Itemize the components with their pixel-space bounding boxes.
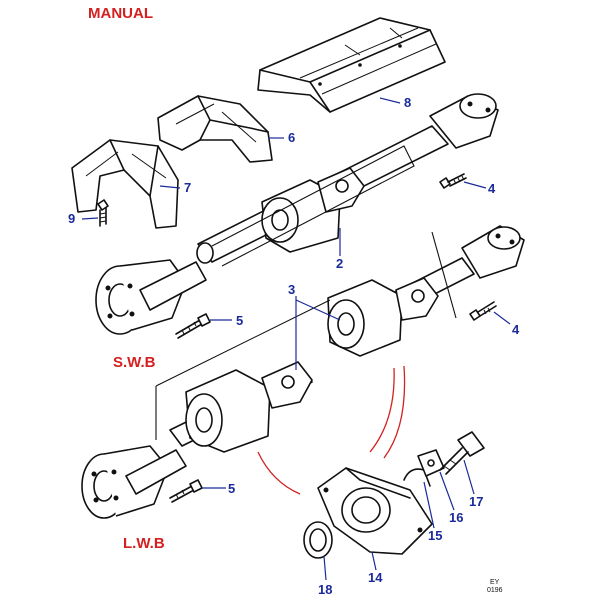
callout-3: 3 xyxy=(288,282,295,297)
section-label-swb: S.W.B xyxy=(113,354,156,371)
leader-17 xyxy=(463,459,475,495)
callout-7: 7 xyxy=(184,180,191,195)
part-14-center-bearing xyxy=(317,467,433,555)
part-17-bolt xyxy=(439,431,485,475)
leader-4-lower xyxy=(493,311,511,325)
callout-6: 6 xyxy=(288,130,295,145)
leader-4-upper xyxy=(463,181,487,189)
part-4-bolt-lower xyxy=(469,301,497,321)
leader-8 xyxy=(379,97,401,104)
lower-propshaft xyxy=(81,225,525,519)
leader-18 xyxy=(323,555,327,581)
link-arc-right-a xyxy=(369,367,395,453)
callout-17: 17 xyxy=(469,494,483,509)
part-18-seal xyxy=(303,521,333,559)
part-8-heat-shield xyxy=(257,17,446,113)
callout-4-lower: 4 xyxy=(512,322,520,337)
callout-14: 14 xyxy=(368,570,383,585)
section-label-manual: MANUAL xyxy=(88,5,153,22)
leader-9 xyxy=(81,217,99,220)
callout-16: 16 xyxy=(449,510,463,525)
callout-8: 8 xyxy=(404,95,411,110)
callout-5-lower: 5 xyxy=(228,481,235,496)
leader-3 xyxy=(295,296,341,370)
leader-16 xyxy=(439,471,455,511)
upper-propshaft xyxy=(95,93,499,335)
leader-7 xyxy=(159,185,181,189)
leader-14 xyxy=(371,551,377,571)
callout-9: 9 xyxy=(68,211,75,226)
section-label-lwb: L.W.B xyxy=(123,535,165,552)
part-4-bolt-upper xyxy=(439,173,467,189)
callout-2: 2 xyxy=(336,256,343,271)
link-arc-left xyxy=(257,451,301,495)
part-7-bracket xyxy=(71,139,179,229)
part-5-bolt-lower xyxy=(169,479,203,503)
part-9-bolt xyxy=(97,199,109,227)
link-arc-right-b xyxy=(383,365,406,459)
part-6-bracket xyxy=(157,95,273,163)
drawing-code-line1: EY xyxy=(490,579,500,586)
callout-15: 15 xyxy=(428,528,442,543)
part-5-bolt-upper xyxy=(175,313,211,339)
leader-15 xyxy=(423,481,435,529)
part-16-washer xyxy=(417,449,445,477)
callout-18: 18 xyxy=(318,582,332,597)
callout-5-upper: 5 xyxy=(236,313,243,328)
callout-4-upper: 4 xyxy=(488,181,496,196)
drawing-code-line2: 0196 xyxy=(487,587,503,594)
